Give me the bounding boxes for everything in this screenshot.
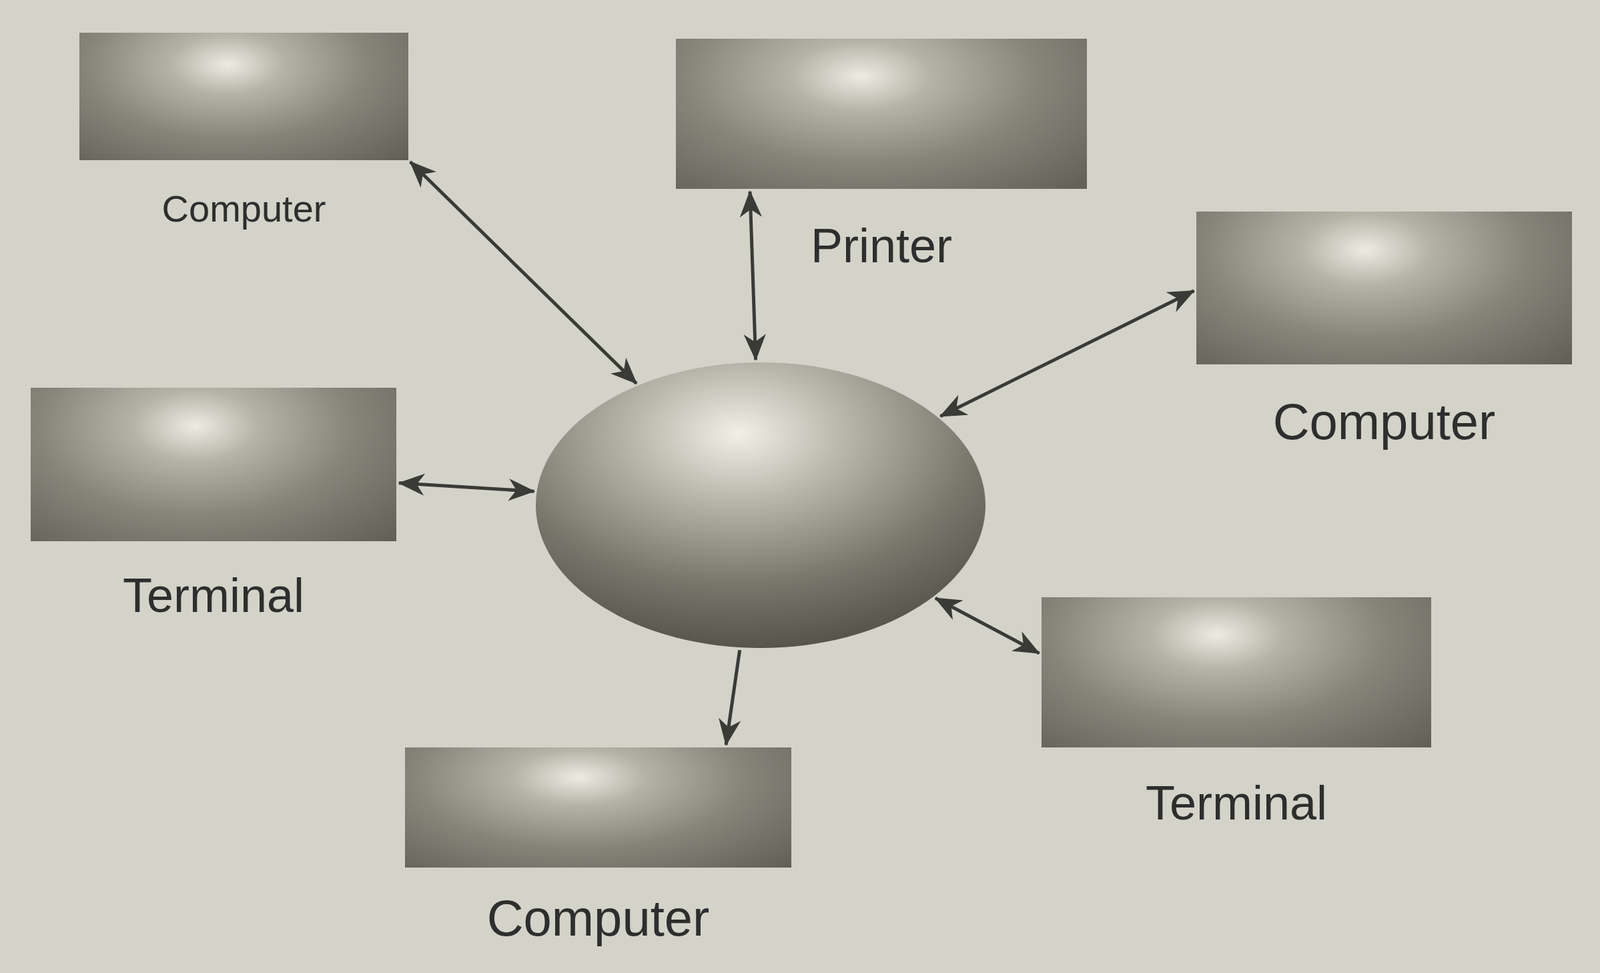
device-label: Computer [487, 890, 710, 947]
printer-photo: Printer [675, 38, 1087, 189]
computer-photo: Computer [405, 747, 792, 868]
terminal-photo: Terminal [30, 387, 397, 542]
device-label: Computer [162, 188, 327, 230]
link-arrow [725, 649, 740, 745]
link-arrow [410, 161, 637, 383]
device-label: Computer [1273, 393, 1496, 450]
network-hub [535, 362, 986, 648]
link-arrow [935, 597, 1039, 654]
hub-ellipse [535, 362, 986, 648]
computer-photo: Computer [1196, 211, 1572, 365]
terminal-photo: Terminal [1041, 597, 1432, 748]
hub-shape [535, 362, 986, 648]
link-arrow [749, 191, 756, 360]
device-label: Terminal [122, 569, 305, 622]
link-arrow [940, 290, 1194, 417]
computer-photo: Computer [79, 32, 409, 161]
link-arrow [398, 483, 535, 492]
device-label: Terminal [1145, 776, 1328, 830]
device-label: Printer [810, 219, 953, 273]
